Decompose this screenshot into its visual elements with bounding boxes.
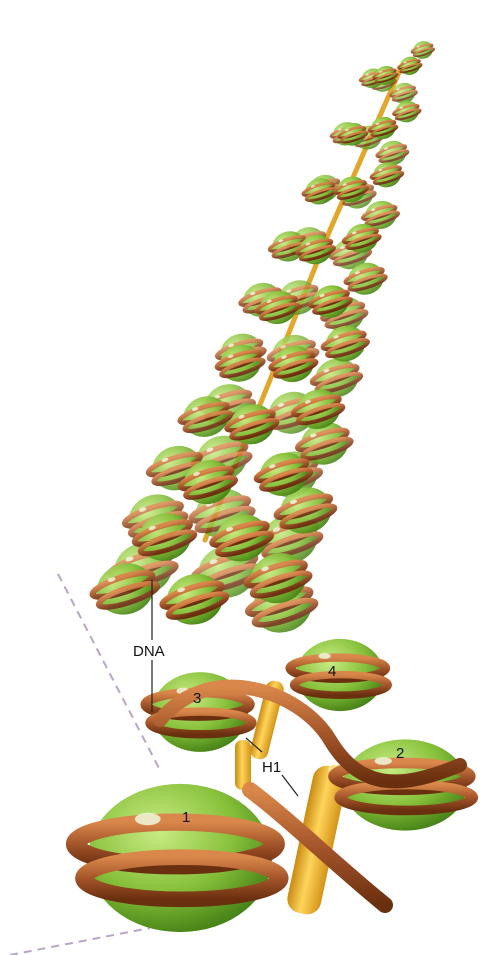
h1-label: H1	[262, 759, 281, 776]
dna-label: DNA	[133, 643, 165, 660]
nucleosome-4-label: 4	[328, 663, 336, 680]
nucleosome-2-label: 2	[396, 745, 404, 762]
nucleosome-3-label: 3	[193, 690, 201, 707]
nucleosome-4	[290, 639, 387, 711]
nucleosome-1-label: 1	[182, 809, 190, 826]
chromatin-fiber	[86, 38, 436, 641]
nucleosome-1	[76, 784, 279, 932]
